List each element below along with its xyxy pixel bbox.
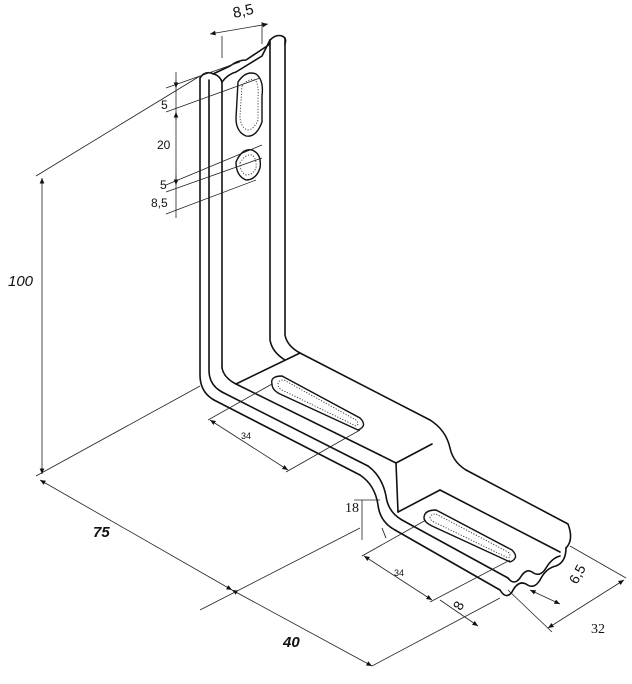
dim-slot-gap-bottom: 5 [160, 178, 167, 192]
round-hole [235, 149, 262, 181]
dim-upper-slot: 34 [241, 431, 251, 441]
dim-rib-width: 6,5 [566, 562, 589, 587]
dim-hole-size: 8,5 [151, 196, 168, 210]
upper-arm-slot [271, 375, 365, 431]
dimension-lines [35, 22, 627, 667]
dim-step-height: 18 [345, 501, 359, 516]
dim-top-width: 8,5 [231, 1, 255, 22]
dim-slot-length: 20 [157, 138, 171, 152]
dim-step-depth: 40 [282, 634, 300, 651]
dim-height: 100 [8, 273, 34, 290]
dim-depth: 75 [93, 524, 110, 541]
dim-slot-gap-top: 5 [161, 98, 168, 112]
dim-bracket-width: 32 [591, 622, 605, 637]
dim-lower-slot: 34 [394, 568, 404, 578]
lower-arm-slot [423, 509, 517, 563]
upper-slot-hole [235, 72, 264, 137]
dim-slot-width: 8 [449, 598, 467, 613]
